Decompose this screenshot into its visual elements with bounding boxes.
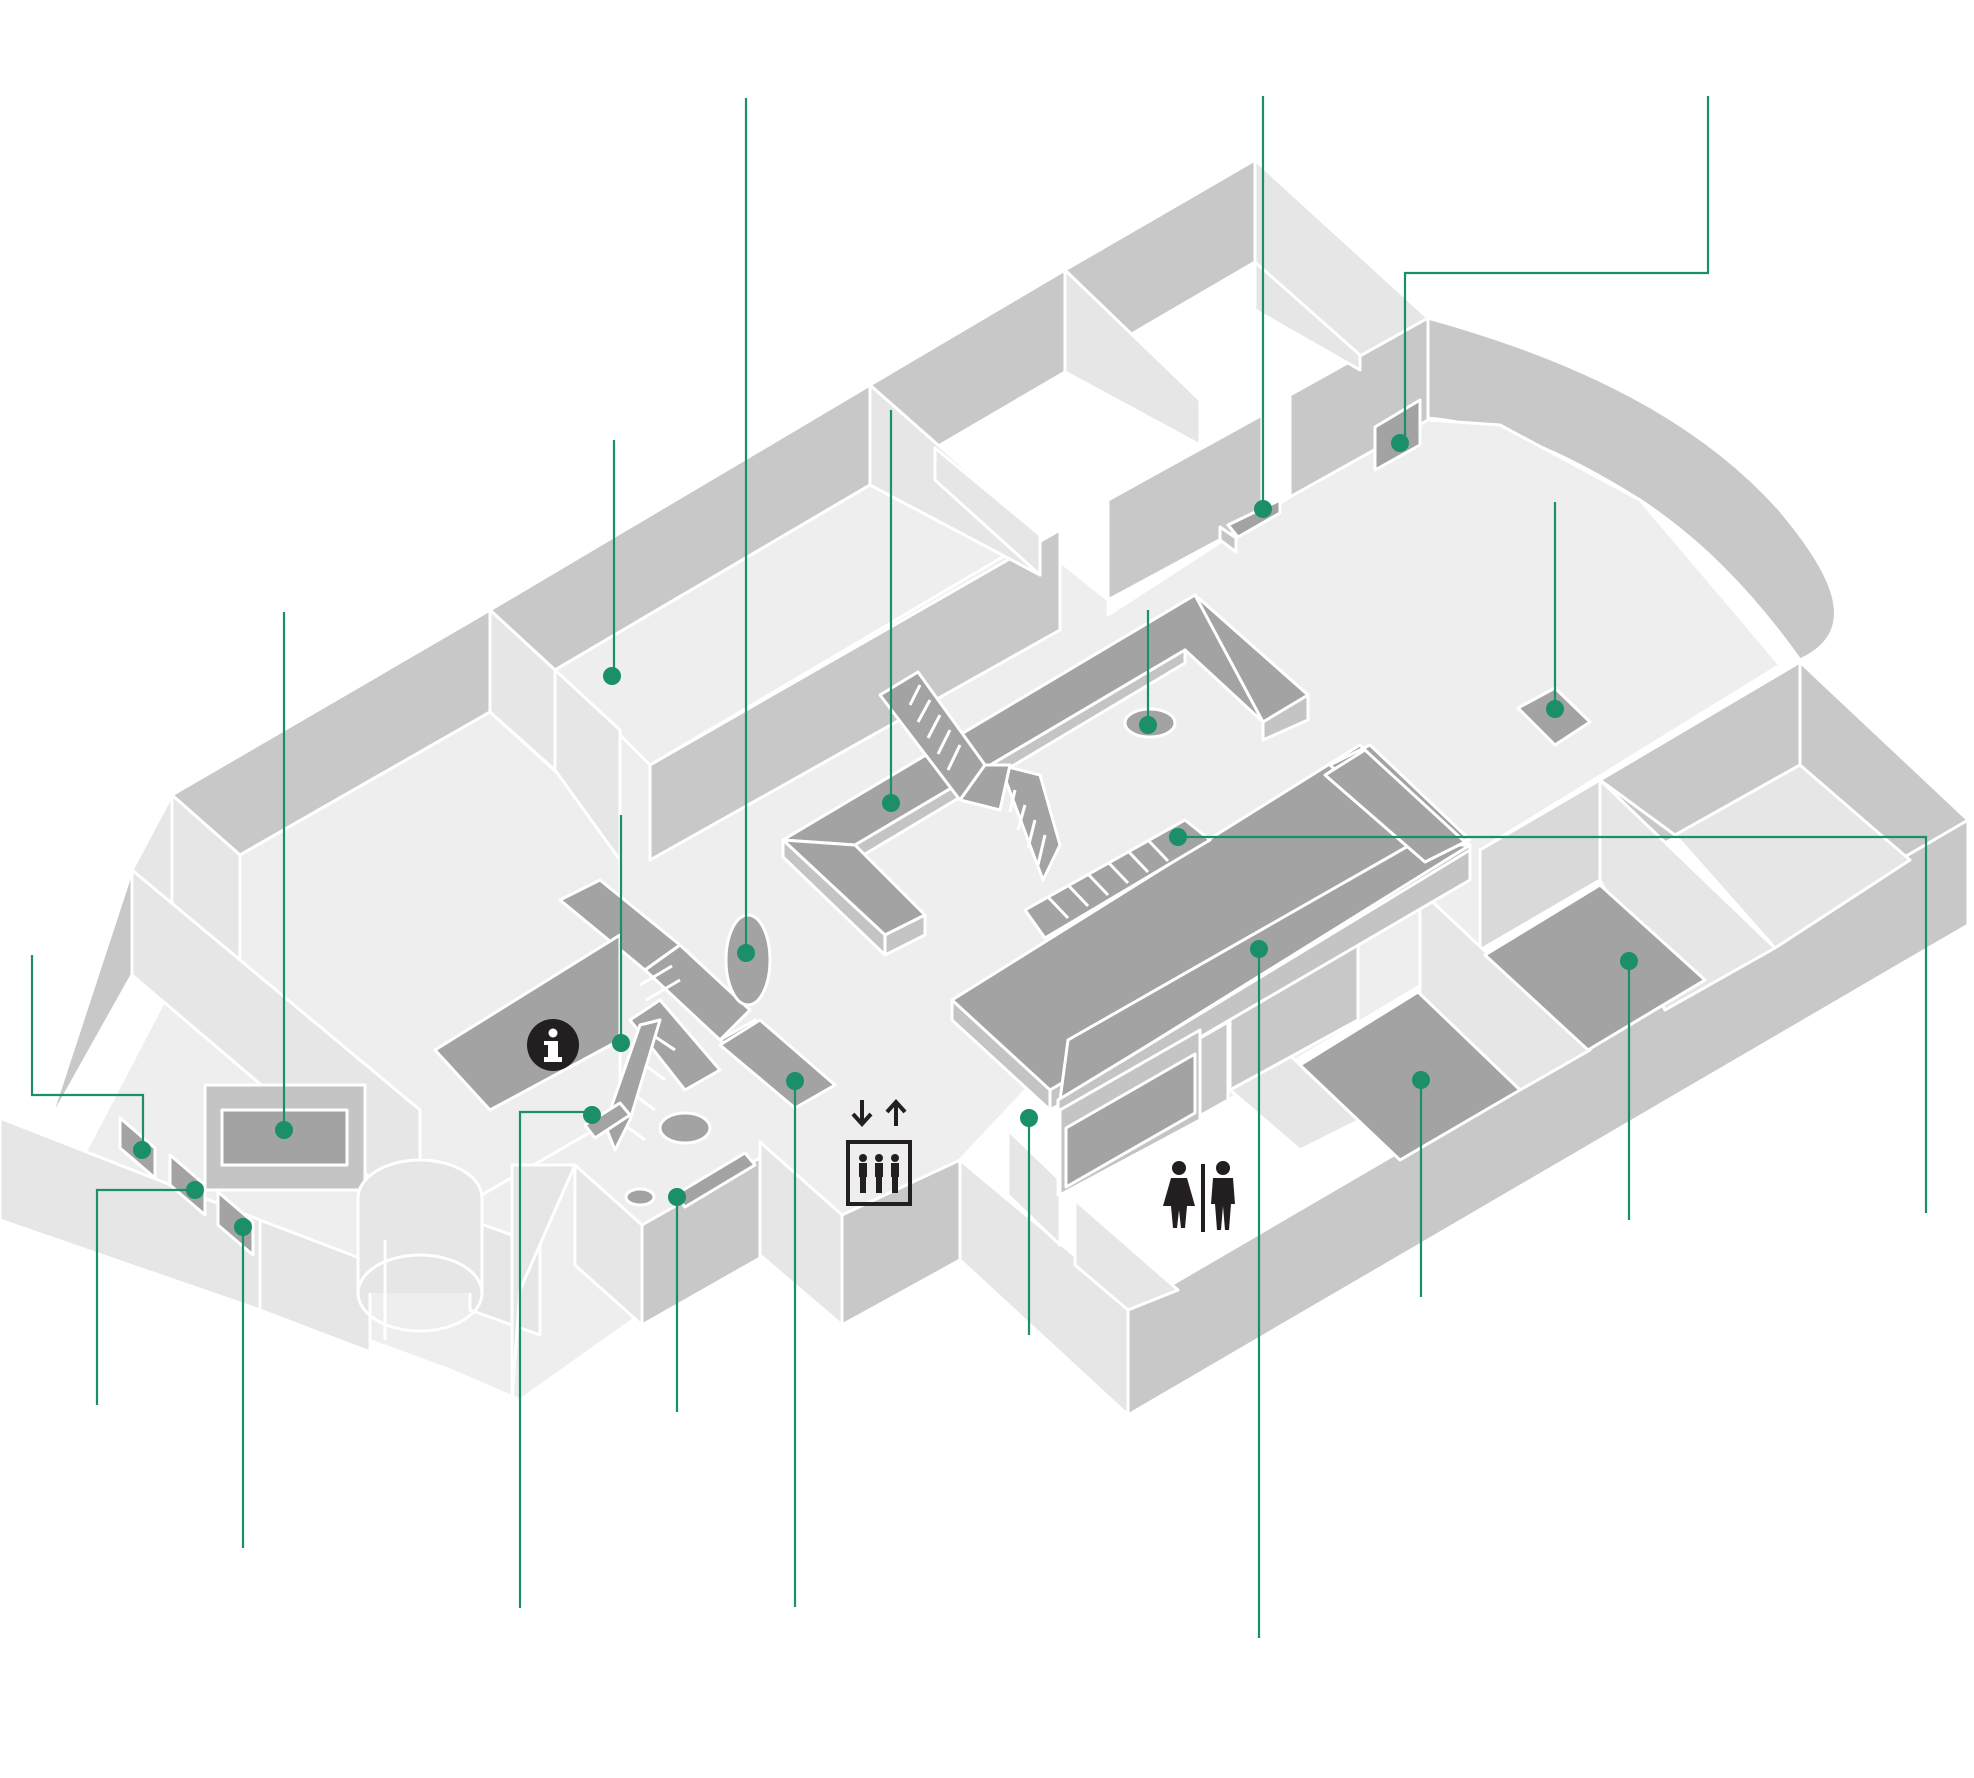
callout-dot-14 — [583, 1106, 601, 1124]
elevator-icon — [846, 1099, 912, 1206]
callout-dot-10 — [612, 1034, 630, 1052]
callout-dot-1 — [737, 944, 755, 962]
restroom-icon — [1163, 1161, 1235, 1232]
callout-dot-5 — [1254, 500, 1272, 518]
escalator-stripes-2 — [1046, 838, 1170, 920]
callout-dot-13 — [234, 1218, 252, 1236]
callout-dot-2 — [603, 667, 621, 685]
callout-dot-17 — [1020, 1109, 1038, 1127]
callout-leader-14 — [518, 1110, 592, 1608]
callout-dot-3 — [275, 1121, 293, 1139]
callout-dot-4 — [882, 794, 900, 812]
callout-dot-16 — [786, 1072, 804, 1090]
callout-dot-20 — [1620, 952, 1638, 970]
callout-dot-12 — [186, 1181, 204, 1199]
callout-leader-9 — [1178, 835, 1928, 1213]
callout-dot-6 — [1391, 434, 1409, 452]
callouts — [30, 96, 1928, 1638]
callout-dot-15 — [668, 1188, 686, 1206]
info-icon — [527, 1019, 579, 1071]
callout-dot-7 — [1139, 716, 1157, 734]
callout-dot-19 — [1412, 1071, 1430, 1089]
callout-dot-11 — [133, 1141, 151, 1159]
callout-leader-11 — [30, 955, 145, 1150]
callout-dot-9 — [1169, 828, 1187, 846]
callout-leader-12 — [95, 1188, 195, 1405]
revolving-door — [356, 1158, 484, 1340]
callout-dot-18 — [1250, 940, 1268, 958]
escalator-stripes — [908, 684, 1047, 866]
callout-dot-8 — [1546, 700, 1564, 718]
callout-leader-6 — [1403, 96, 1710, 443]
